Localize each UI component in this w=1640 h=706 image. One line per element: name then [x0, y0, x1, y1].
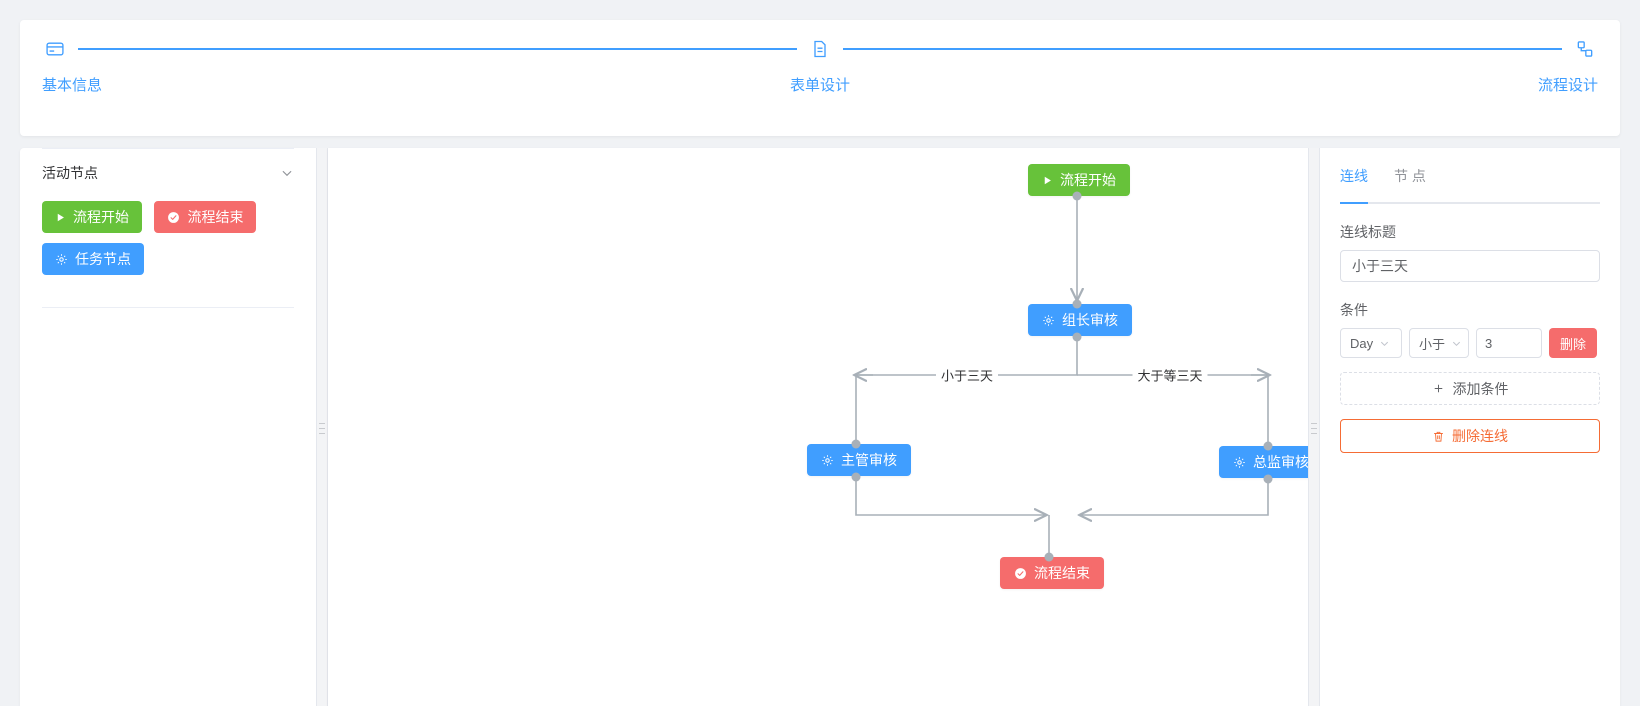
flow-canvas[interactable]: 流程开始 组长审核: [328, 148, 1308, 706]
left-panel-splitter[interactable]: [316, 148, 328, 706]
node-anchor[interactable]: [1263, 474, 1273, 484]
flow-canvas-panel[interactable]: 流程开始 组长审核: [328, 148, 1308, 706]
step-process-design[interactable]: 流程设计: [1079, 34, 1599, 96]
properties-tabs: 连线 节 点: [1340, 166, 1600, 204]
chevron-down-icon[interactable]: [280, 166, 294, 180]
condition-value-input[interactable]: [1476, 328, 1542, 358]
node-anchor[interactable]: [1044, 552, 1054, 562]
node-anchor[interactable]: [1072, 299, 1082, 309]
tab-connection[interactable]: 连线: [1340, 166, 1368, 204]
step-head: [1079, 34, 1599, 64]
step-form-design[interactable]: 表单设计: [560, 34, 1080, 96]
stepper-card: 基本信息 表单设计: [20, 20, 1620, 136]
stepper: 基本信息 表单设计: [20, 20, 1620, 136]
step-connector-line-left: [1079, 48, 1563, 50]
palette-node-task[interactable]: 任务节点: [42, 243, 144, 275]
step-connector-line: [78, 48, 561, 50]
palette-node-end[interactable]: 流程结束: [154, 201, 257, 233]
properties-panel: 连线 节 点 连线标题 条件 Day 小于: [1320, 148, 1620, 706]
step-head: [42, 34, 561, 64]
step-label: 基本信息: [42, 77, 103, 94]
designer-body: 活动节点 流程开始: [20, 148, 1620, 706]
palette-node-label: 流程开始: [73, 209, 129, 225]
step-connector-line-left: [560, 48, 798, 50]
flow-node-label: 组长审核: [1062, 312, 1118, 328]
condition-delete-button[interactable]: 删除: [1549, 328, 1598, 358]
chevron-down-icon: [1451, 338, 1462, 349]
chevron-down-icon: [1379, 338, 1390, 349]
plus-icon: [1432, 382, 1445, 395]
splitter-grip: [1311, 419, 1317, 435]
flow-node-director-review[interactable]: 总监审核: [1219, 446, 1308, 478]
share-nodes-icon: [1572, 36, 1599, 62]
flow-node-leader-review[interactable]: 组长审核: [1028, 304, 1132, 336]
flow-node-label: 总监审核: [1253, 454, 1308, 470]
tab-node[interactable]: 节 点: [1394, 168, 1426, 184]
node-palette-panel: 活动节点 流程开始: [20, 148, 316, 706]
step-connector-line-right: [843, 48, 1080, 50]
add-condition-label: 添加条件: [1452, 380, 1509, 397]
flow-node-manager-review[interactable]: 主管审核: [807, 444, 911, 476]
connection-title-input[interactable]: [1340, 250, 1600, 282]
condition-operator-select[interactable]: 小于: [1409, 328, 1469, 358]
gear-icon: [1233, 456, 1246, 469]
connection-title-label: 连线标题: [1340, 224, 1396, 240]
flow-node-start[interactable]: 流程开始: [1028, 164, 1130, 196]
collapse-title: 活动节点: [42, 165, 98, 181]
credit-card-icon: [42, 36, 68, 62]
play-icon: [55, 212, 66, 223]
check-circle-icon: [167, 211, 180, 224]
step-head: [560, 34, 1080, 64]
collapse-activity-nodes: 活动节点 流程开始: [42, 148, 294, 308]
gear-icon: [55, 253, 68, 266]
edge-label-three-days-or-more[interactable]: 大于等三天: [1132, 365, 1208, 385]
splitter-grip: [319, 419, 325, 435]
node-anchor[interactable]: [851, 439, 861, 449]
flow-node-label: 主管审核: [841, 452, 897, 468]
flow-node-end[interactable]: 流程结束: [1000, 557, 1104, 589]
trash-icon: [1432, 430, 1445, 443]
condition-field-value: Day: [1350, 335, 1374, 351]
node-anchor[interactable]: [1263, 441, 1273, 451]
collapse-header-activity-nodes[interactable]: 活动节点: [42, 149, 294, 197]
edge-label-less-than-three-days[interactable]: 小于三天: [935, 365, 999, 385]
node-anchor[interactable]: [1072, 191, 1082, 201]
palette-node-start[interactable]: 流程开始: [42, 201, 142, 233]
flow-node-label: 流程结束: [1034, 565, 1090, 581]
delete-connection-button[interactable]: 删除连线: [1340, 419, 1600, 453]
palette-node-label: 流程结束: [187, 209, 244, 225]
node-anchor[interactable]: [851, 472, 861, 482]
gear-icon: [1042, 314, 1055, 327]
palette-node-label: 任务节点: [75, 251, 131, 267]
step-label: 表单设计: [790, 77, 851, 94]
document-icon: [807, 36, 834, 62]
step-label: 流程设计: [1538, 77, 1599, 94]
condition-row: Day 小于 删除: [1340, 328, 1600, 358]
gear-icon: [821, 454, 834, 467]
condition-operator-value: 小于: [1419, 336, 1446, 352]
play-icon: [1042, 175, 1053, 186]
check-circle-icon: [1014, 567, 1027, 580]
step-basic-info[interactable]: 基本信息: [42, 34, 561, 96]
collapse-body-activity-nodes: 流程开始 流程结束: [42, 197, 294, 308]
flow-node-label: 流程开始: [1060, 172, 1116, 188]
condition-field-select[interactable]: Day: [1340, 328, 1402, 358]
add-condition-button[interactable]: 添加条件: [1340, 372, 1600, 405]
right-panel-splitter[interactable]: [1308, 148, 1320, 706]
edge-layer: [328, 196, 1308, 553]
condition-label: 条件: [1340, 302, 1368, 318]
delete-connection-label: 删除连线: [1452, 428, 1508, 444]
node-anchor[interactable]: [1072, 332, 1082, 342]
